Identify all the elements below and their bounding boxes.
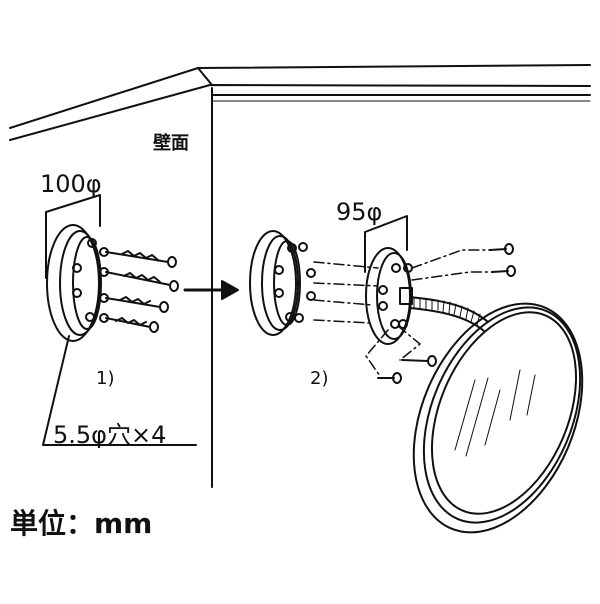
screw-icon xyxy=(401,355,437,367)
screw-icon xyxy=(377,372,402,384)
wall-corner xyxy=(9,64,591,488)
screw-icon xyxy=(491,265,516,277)
mounting-bracket xyxy=(365,247,413,345)
screws-step-1 xyxy=(105,250,179,333)
hole-note: 5.5φ穴×4 xyxy=(53,421,167,449)
screws-step-2 xyxy=(365,243,516,384)
step-2-label: 2) xyxy=(310,368,329,389)
flexible-arm xyxy=(409,296,489,332)
dim-bracket-95 xyxy=(364,215,408,273)
step-1-label: 1) xyxy=(96,368,115,389)
hole-note-leader xyxy=(42,335,197,446)
arrow-right-icon xyxy=(183,280,239,300)
base-diameter-label: 100φ xyxy=(40,170,102,198)
screw-icon xyxy=(105,317,159,333)
screw-icon xyxy=(489,243,514,255)
wall-label: 壁面 xyxy=(153,133,189,154)
screw-icon xyxy=(105,296,169,313)
mount-diameter-label: 95φ xyxy=(336,198,383,226)
unit-note: 単位：mm xyxy=(10,507,153,540)
base-plate-2 xyxy=(249,230,316,336)
round-mirror xyxy=(412,302,584,534)
screw-icon xyxy=(105,250,177,268)
base-plate-1 xyxy=(46,224,109,342)
dim-bracket-100 xyxy=(45,194,101,279)
screw-icon xyxy=(105,271,179,292)
